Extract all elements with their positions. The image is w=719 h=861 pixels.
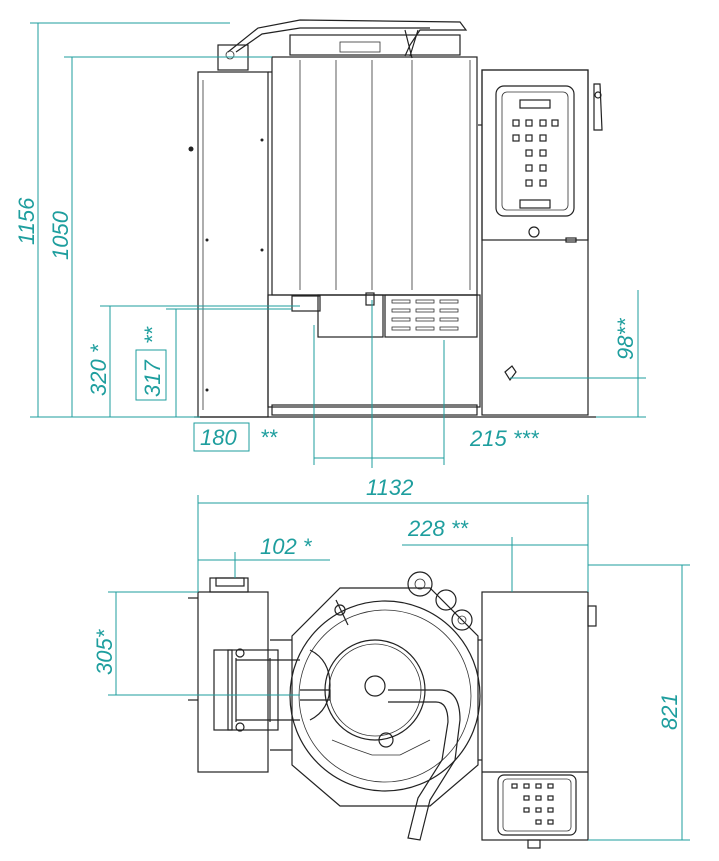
roller-3 (451, 609, 473, 631)
roller-2 (435, 589, 457, 611)
stirring-arm (300, 689, 331, 701)
top-handle-frame (227, 649, 279, 731)
dim-102: 102 * (260, 534, 313, 559)
dim-180: 180 (200, 425, 237, 450)
octagon-housing (291, 587, 479, 807)
top-left-cabinet (197, 591, 269, 773)
dim-317-mark: ** (140, 325, 165, 344)
dim-317: 317 (140, 360, 165, 397)
dim-305: 305* (92, 628, 117, 675)
drum-outer (289, 600, 481, 792)
control-buttons (512, 119, 559, 187)
dim-1156: 1156 (14, 197, 39, 245)
dim-1132: 1132 (366, 475, 413, 500)
side-handle (593, 83, 603, 131)
top-control-buttons (511, 783, 554, 825)
front-dimensions: 1156 1050 320 * 317 ** 180 ** 215 *** 98… (14, 22, 646, 468)
top-dimensions: 1132 228 ** 102 * 305* 821 (92, 475, 690, 841)
dim-98: 98** (613, 317, 638, 360)
dim-320: 320 * (86, 343, 111, 396)
roller-1 (407, 571, 433, 597)
central-body (271, 56, 478, 296)
dim-228: 228 ** (407, 516, 469, 541)
front-view (188, 19, 603, 418)
lid-handle (227, 19, 468, 57)
dim-1050: 1050 (48, 210, 73, 260)
top-control-panel (497, 774, 577, 836)
left-cabinet (197, 71, 269, 418)
dim-180-mark: ** (260, 425, 279, 450)
dim-215: 215 *** (469, 426, 540, 451)
top-view (188, 571, 597, 849)
vent-slots (391, 299, 459, 331)
dim-821: 821 (657, 693, 682, 730)
control-panel (495, 85, 575, 217)
